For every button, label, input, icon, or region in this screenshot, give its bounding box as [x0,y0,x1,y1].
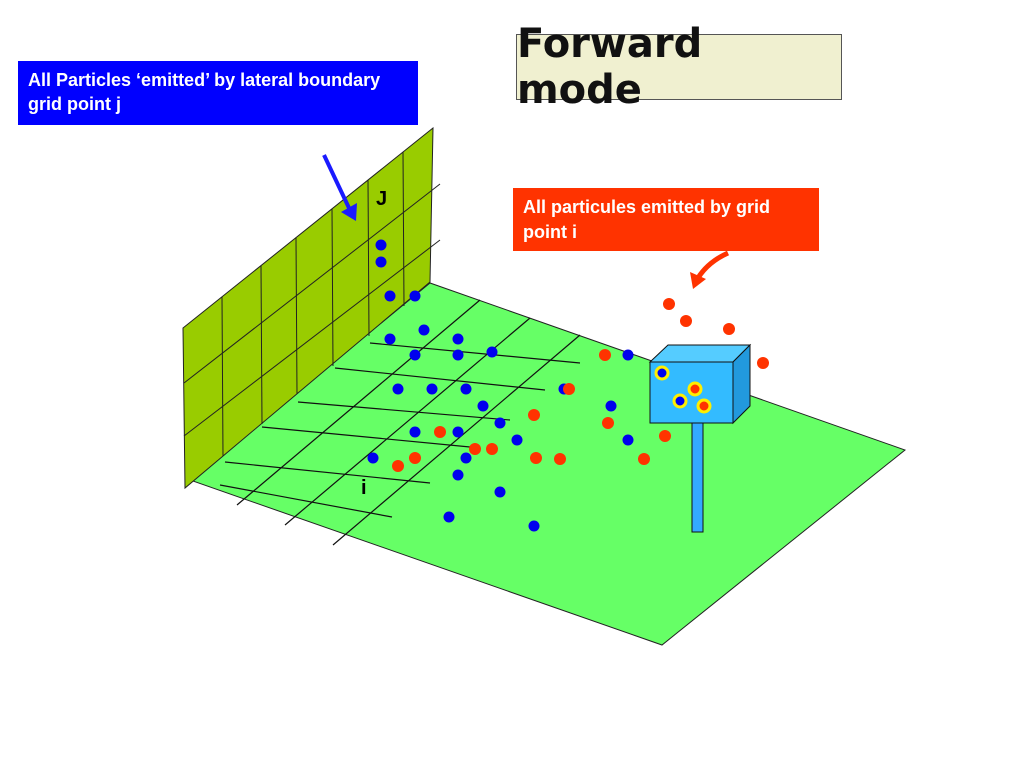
blue-particle [452,426,464,438]
blue-particle [605,400,617,412]
blue-particle [375,256,387,268]
red-particle [599,349,611,361]
blue-particle [392,383,404,395]
blue-particle [452,469,464,481]
blue-particle [486,346,498,358]
blue-particle [409,349,421,361]
blue-particle [622,434,634,446]
box-particle [672,393,688,409]
red-arrow [690,250,730,289]
red-particle [392,460,404,472]
box-particle [687,381,703,397]
blue-particle [452,349,464,361]
blue-particle [622,349,634,361]
blue-particle [418,324,430,336]
station-pole [691,419,704,533]
red-particle [659,430,671,442]
blue-particle [375,239,387,251]
red-particle [434,426,446,438]
lateral-boundary-label: All Particles ‘emitted’ by lateral bound… [18,61,418,125]
red-particle [486,443,498,455]
blue-particle [477,400,489,412]
blue-particle [443,511,455,523]
blue-particle [528,520,540,532]
red-particle [530,452,542,464]
blue-particle [460,383,472,395]
blue-particle [511,434,523,446]
red-particle [680,315,692,327]
ground-grid [219,299,581,546]
red-particle [563,383,575,395]
red-particle [723,323,735,335]
blue-particle [452,333,464,345]
red-particles [392,298,769,472]
red-particle [638,453,650,465]
blue-arrow [322,154,357,221]
blue-particle [409,426,421,438]
red-particle [528,409,540,421]
box-particle [654,365,670,381]
blue-particle [409,290,421,302]
blue-particle [494,417,506,429]
blue-particle [426,383,438,395]
blue-particle [367,452,379,464]
lateral-boundary-wall [182,126,434,490]
label-j: J [376,188,387,210]
red-particle [602,417,614,429]
label-i: i [361,477,367,499]
page-title: Forward mode [516,21,842,113]
red-particle [663,298,675,310]
red-particle [757,357,769,369]
blue-particles [367,239,634,532]
red-particle [469,443,481,455]
box-particles [654,365,712,414]
red-particle [554,453,566,465]
blue-particle [384,333,396,345]
red-particle [409,452,421,464]
blue-particle [460,452,472,464]
grid-point-label: All particules emitted by grid point i [513,188,819,251]
blue-particle [494,486,506,498]
wall-grid [183,151,441,457]
blue-particle [384,290,396,302]
box-particle [696,398,712,414]
